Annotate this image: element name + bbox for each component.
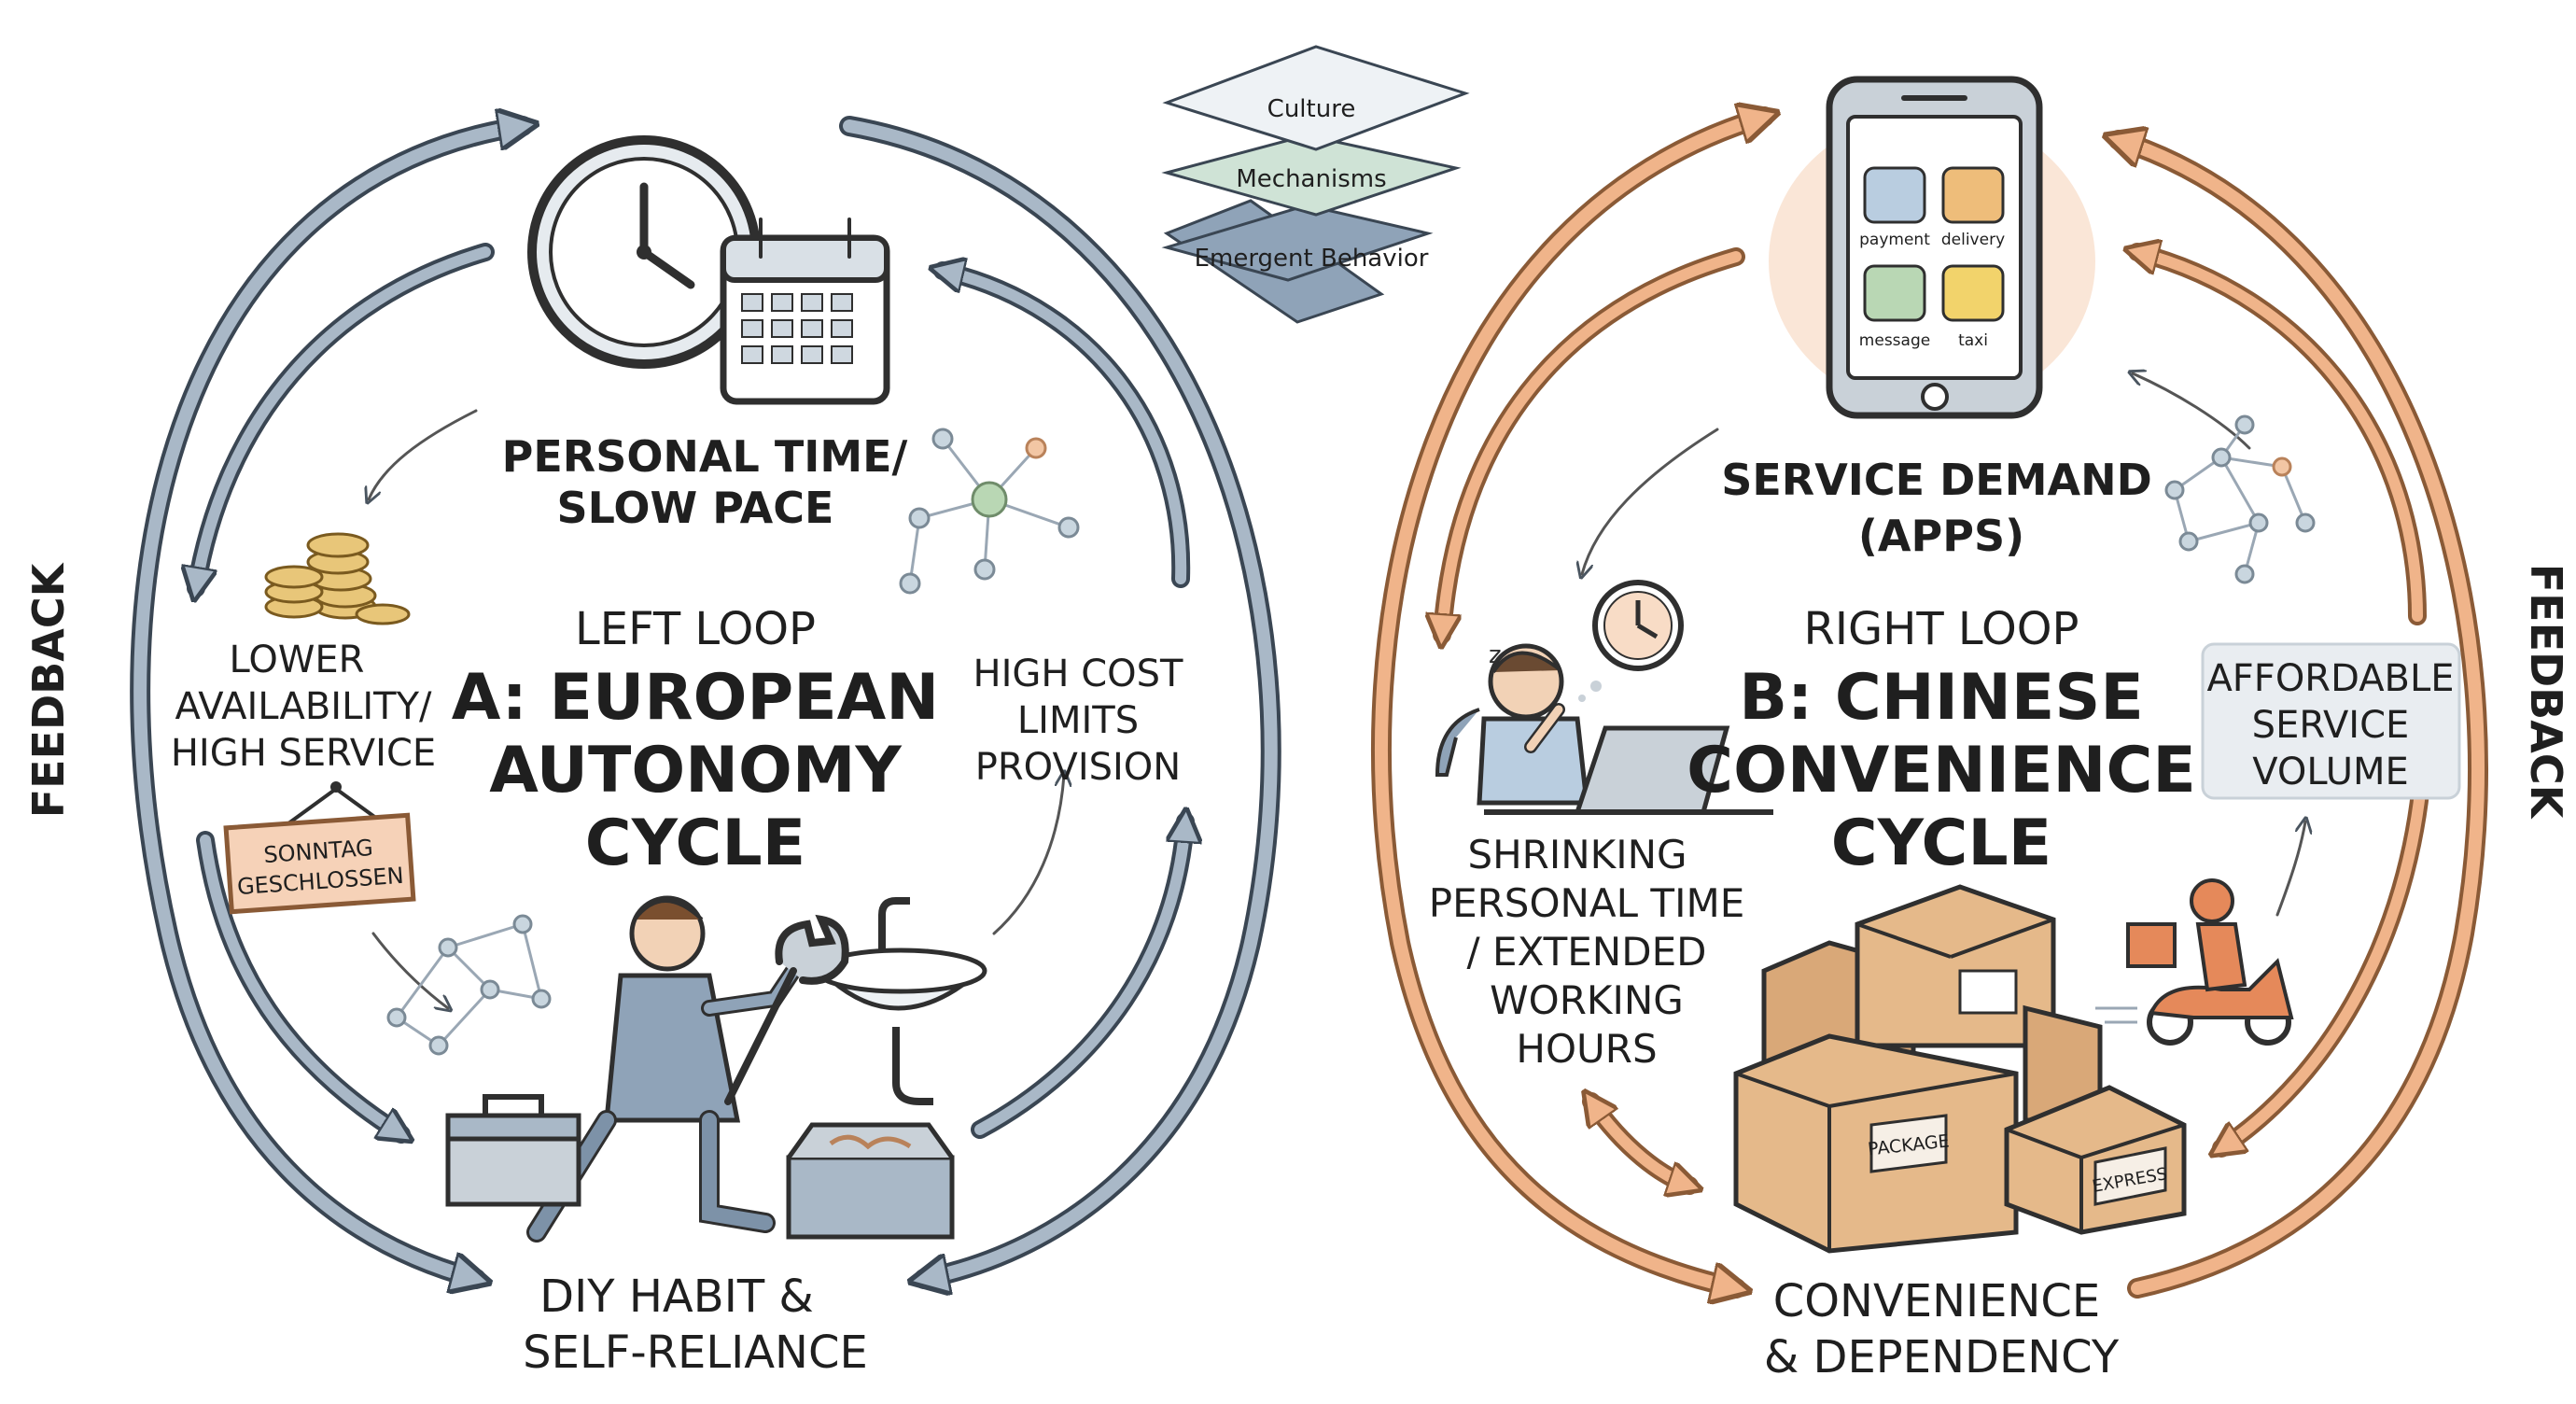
left-top-node-line1: PERSONAL TIME/: [502, 431, 908, 482]
left-loop-title-line4: CYCLE: [585, 807, 805, 880]
left-right-node-line3: PROVISION: [975, 746, 1181, 789]
left-left-node-line1: LOWER: [230, 639, 365, 681]
right-right-node-line2: SERVICE: [2252, 704, 2410, 747]
layer-mechanisms: [1161, 133, 1462, 217]
calendar-icon: [720, 218, 890, 405]
boxes-pile: PACKAGE EXPRESS: [1733, 884, 2187, 1254]
layer-culture: [1162, 45, 1470, 151]
left-loop-text: PERSONAL TIME/ SLOW PACE LEFT LOOP A: EU…: [171, 431, 1183, 1379]
toolbox-icon-left: [445, 1094, 581, 1207]
layer-emergent-label: Emergent Behavior: [1195, 245, 1429, 273]
affordable-volume-box: [2201, 642, 2461, 800]
layer-mechanisms-label: Mechanisms: [1236, 165, 1386, 193]
right-inner-arc-bottomright: [2212, 765, 2431, 1158]
right-left-node-line3: / EXTENDED: [1467, 929, 1707, 975]
left-loop-title-line3: AUTONOMY: [489, 734, 902, 807]
right-loop-title-line3: CONVENIENCE: [1687, 734, 2196, 807]
right-left-node-line2: PERSONAL TIME: [1429, 880, 1744, 926]
delivery-app-label: delivery: [1941, 231, 2005, 249]
layer-stack: Culture Mechanisms Emergent Behavior: [1161, 45, 1470, 324]
wrench-icon: [724, 914, 849, 1105]
scooter-courier-icon: [2095, 878, 2294, 1046]
right-left-node-line4: WORKING: [1490, 977, 1684, 1023]
right-top-node-line2: (APPS): [1858, 511, 2024, 561]
right-right-node-line1: AFFORDABLE: [2206, 657, 2454, 700]
right-loop-arrows: [1371, 106, 2488, 1299]
network-icon-left-bottom: [386, 914, 552, 1056]
right-right-node-line3: VOLUME: [2252, 751, 2409, 793]
closed-sign-icon: SONNTAG GESCHLOSSEN: [223, 781, 416, 915]
left-right-node-line1: HIGH COST: [973, 653, 1183, 695]
right-thin-arrow-1: [1582, 428, 1719, 574]
left-inner-arc-bottomright: [971, 812, 1195, 1139]
right-bottom-node-line2: & DEPENDENCY: [1764, 1331, 2120, 1383]
clock-icon: [527, 135, 761, 369]
network-icon-right-top: [2164, 414, 2316, 584]
right-outer-arc-left: [1371, 106, 1774, 1299]
right-loop-title-line4: CYCLE: [1831, 807, 2051, 880]
left-top-node-line2: SLOW PACE: [557, 483, 834, 533]
left-left-node-line2: AVAILABILITY/: [175, 685, 433, 728]
left-thin-arrow-3: [992, 775, 1064, 935]
left-loop-title-line2: A: EUROPEAN: [452, 661, 939, 735]
right-thin-arrow-3: [2275, 821, 2305, 917]
right-top-node-line1: SERVICE DEMAND: [1721, 455, 2152, 505]
right-left-node-line5: HOURS: [1516, 1026, 1657, 1072]
layer-culture-label: Culture: [1267, 95, 1356, 123]
payment-app-icon: [1863, 166, 1926, 224]
left-bottom-node-line2: SELF-RELIANCE: [523, 1327, 868, 1379]
message-app-label: message: [1859, 331, 1930, 350]
tired-worker-figure: z z: [1435, 580, 1773, 815]
right-loop-title-line2: B: CHINESE: [1739, 661, 2144, 735]
left-loop-arrows: [130, 126, 1281, 1279]
right-loop-title-line1: RIGHT LOOP: [1804, 603, 2079, 655]
plumber-figure: [526, 895, 987, 1243]
coins-icon: [264, 532, 411, 625]
taxi-app-label: taxi: [1958, 331, 1988, 350]
feedback-label-left: FEEDBACK: [23, 561, 74, 818]
right-left-node-line1: SHRINKING: [1467, 832, 1687, 878]
right-loop-text: SERVICE DEMAND (APPS) RIGHT LOOP B: CHIN…: [1429, 455, 2461, 1383]
left-bottom-node-line1: DIY HABIT &: [539, 1271, 814, 1323]
left-left-node-line3: HIGH SERVICE: [171, 732, 436, 775]
taxi-app-icon: [1941, 264, 2005, 322]
phone-icon: payment delivery message taxi: [1826, 76, 2043, 419]
delivery-app-icon: [1941, 166, 2005, 224]
right-thin-arrow-2: [2133, 373, 2251, 450]
payment-app-label: payment: [1859, 231, 1930, 249]
right-bottom-node-line1: CONVENIENCE: [1773, 1275, 2101, 1327]
left-thin-arrow-1: [369, 409, 478, 499]
network-icon-left-top: [899, 428, 1080, 595]
left-thin-arrow-2: [371, 932, 448, 1008]
left-right-node-line2: LIMITS: [1017, 699, 1139, 742]
left-loop-title-line1: LEFT LOOP: [575, 603, 816, 655]
message-app-icon: [1863, 264, 1926, 322]
toolbox-icon-right: [786, 1122, 955, 1240]
feedback-label-right: FEEDBACK: [2521, 564, 2571, 821]
